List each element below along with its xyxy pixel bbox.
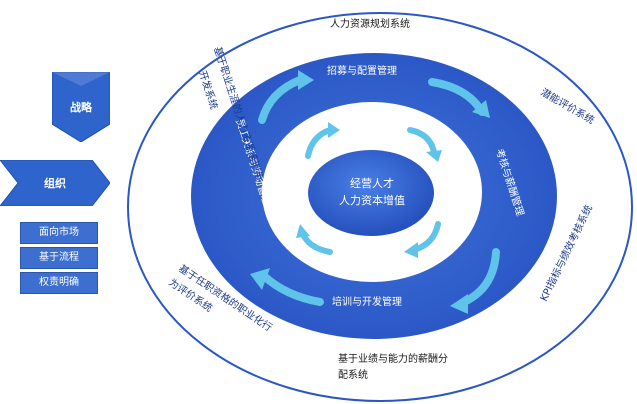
outer-label-top: 人力资源规划系统 (330, 17, 410, 30)
strategy-label: 战略 (70, 101, 92, 114)
organization-principles-list: 面向市场 基于流程 权责明确 (20, 222, 98, 297)
list-item: 面向市场 (20, 222, 98, 244)
strategy-chevron: 战略 (52, 72, 110, 142)
center-line-1: 经营人才 (350, 176, 394, 190)
middle-label-top: 招募与配置管理 (327, 64, 397, 77)
center-core (308, 150, 434, 236)
curved-arrow-icon (250, 268, 324, 306)
curved-arrow-icon (258, 70, 314, 124)
middle-label-bottom: 培训与开发管理 (332, 295, 402, 308)
curved-arrow-icon (296, 224, 333, 255)
list-item: 基于流程 (20, 247, 98, 269)
strategy-chevron-shape (52, 72, 110, 142)
curved-arrow-icon (450, 248, 500, 314)
curved-arrow-icon (305, 122, 340, 159)
outer-label-bottom-line-2: 配系统 (338, 368, 368, 381)
organization-arrow: 组织 (0, 160, 110, 206)
organization-label: 组织 (44, 177, 66, 190)
organization-arrow-shape (0, 160, 110, 206)
center-line-2: 人力资本增值 (339, 193, 405, 207)
curved-arrow-icon (428, 78, 490, 118)
list-item: 权责明确 (20, 272, 98, 294)
curved-arrow-icon (407, 127, 442, 162)
outer-label-bottom-line-1: 基于业绩与能力的薪酬分 (338, 352, 448, 365)
curved-arrow-icon (404, 221, 441, 258)
